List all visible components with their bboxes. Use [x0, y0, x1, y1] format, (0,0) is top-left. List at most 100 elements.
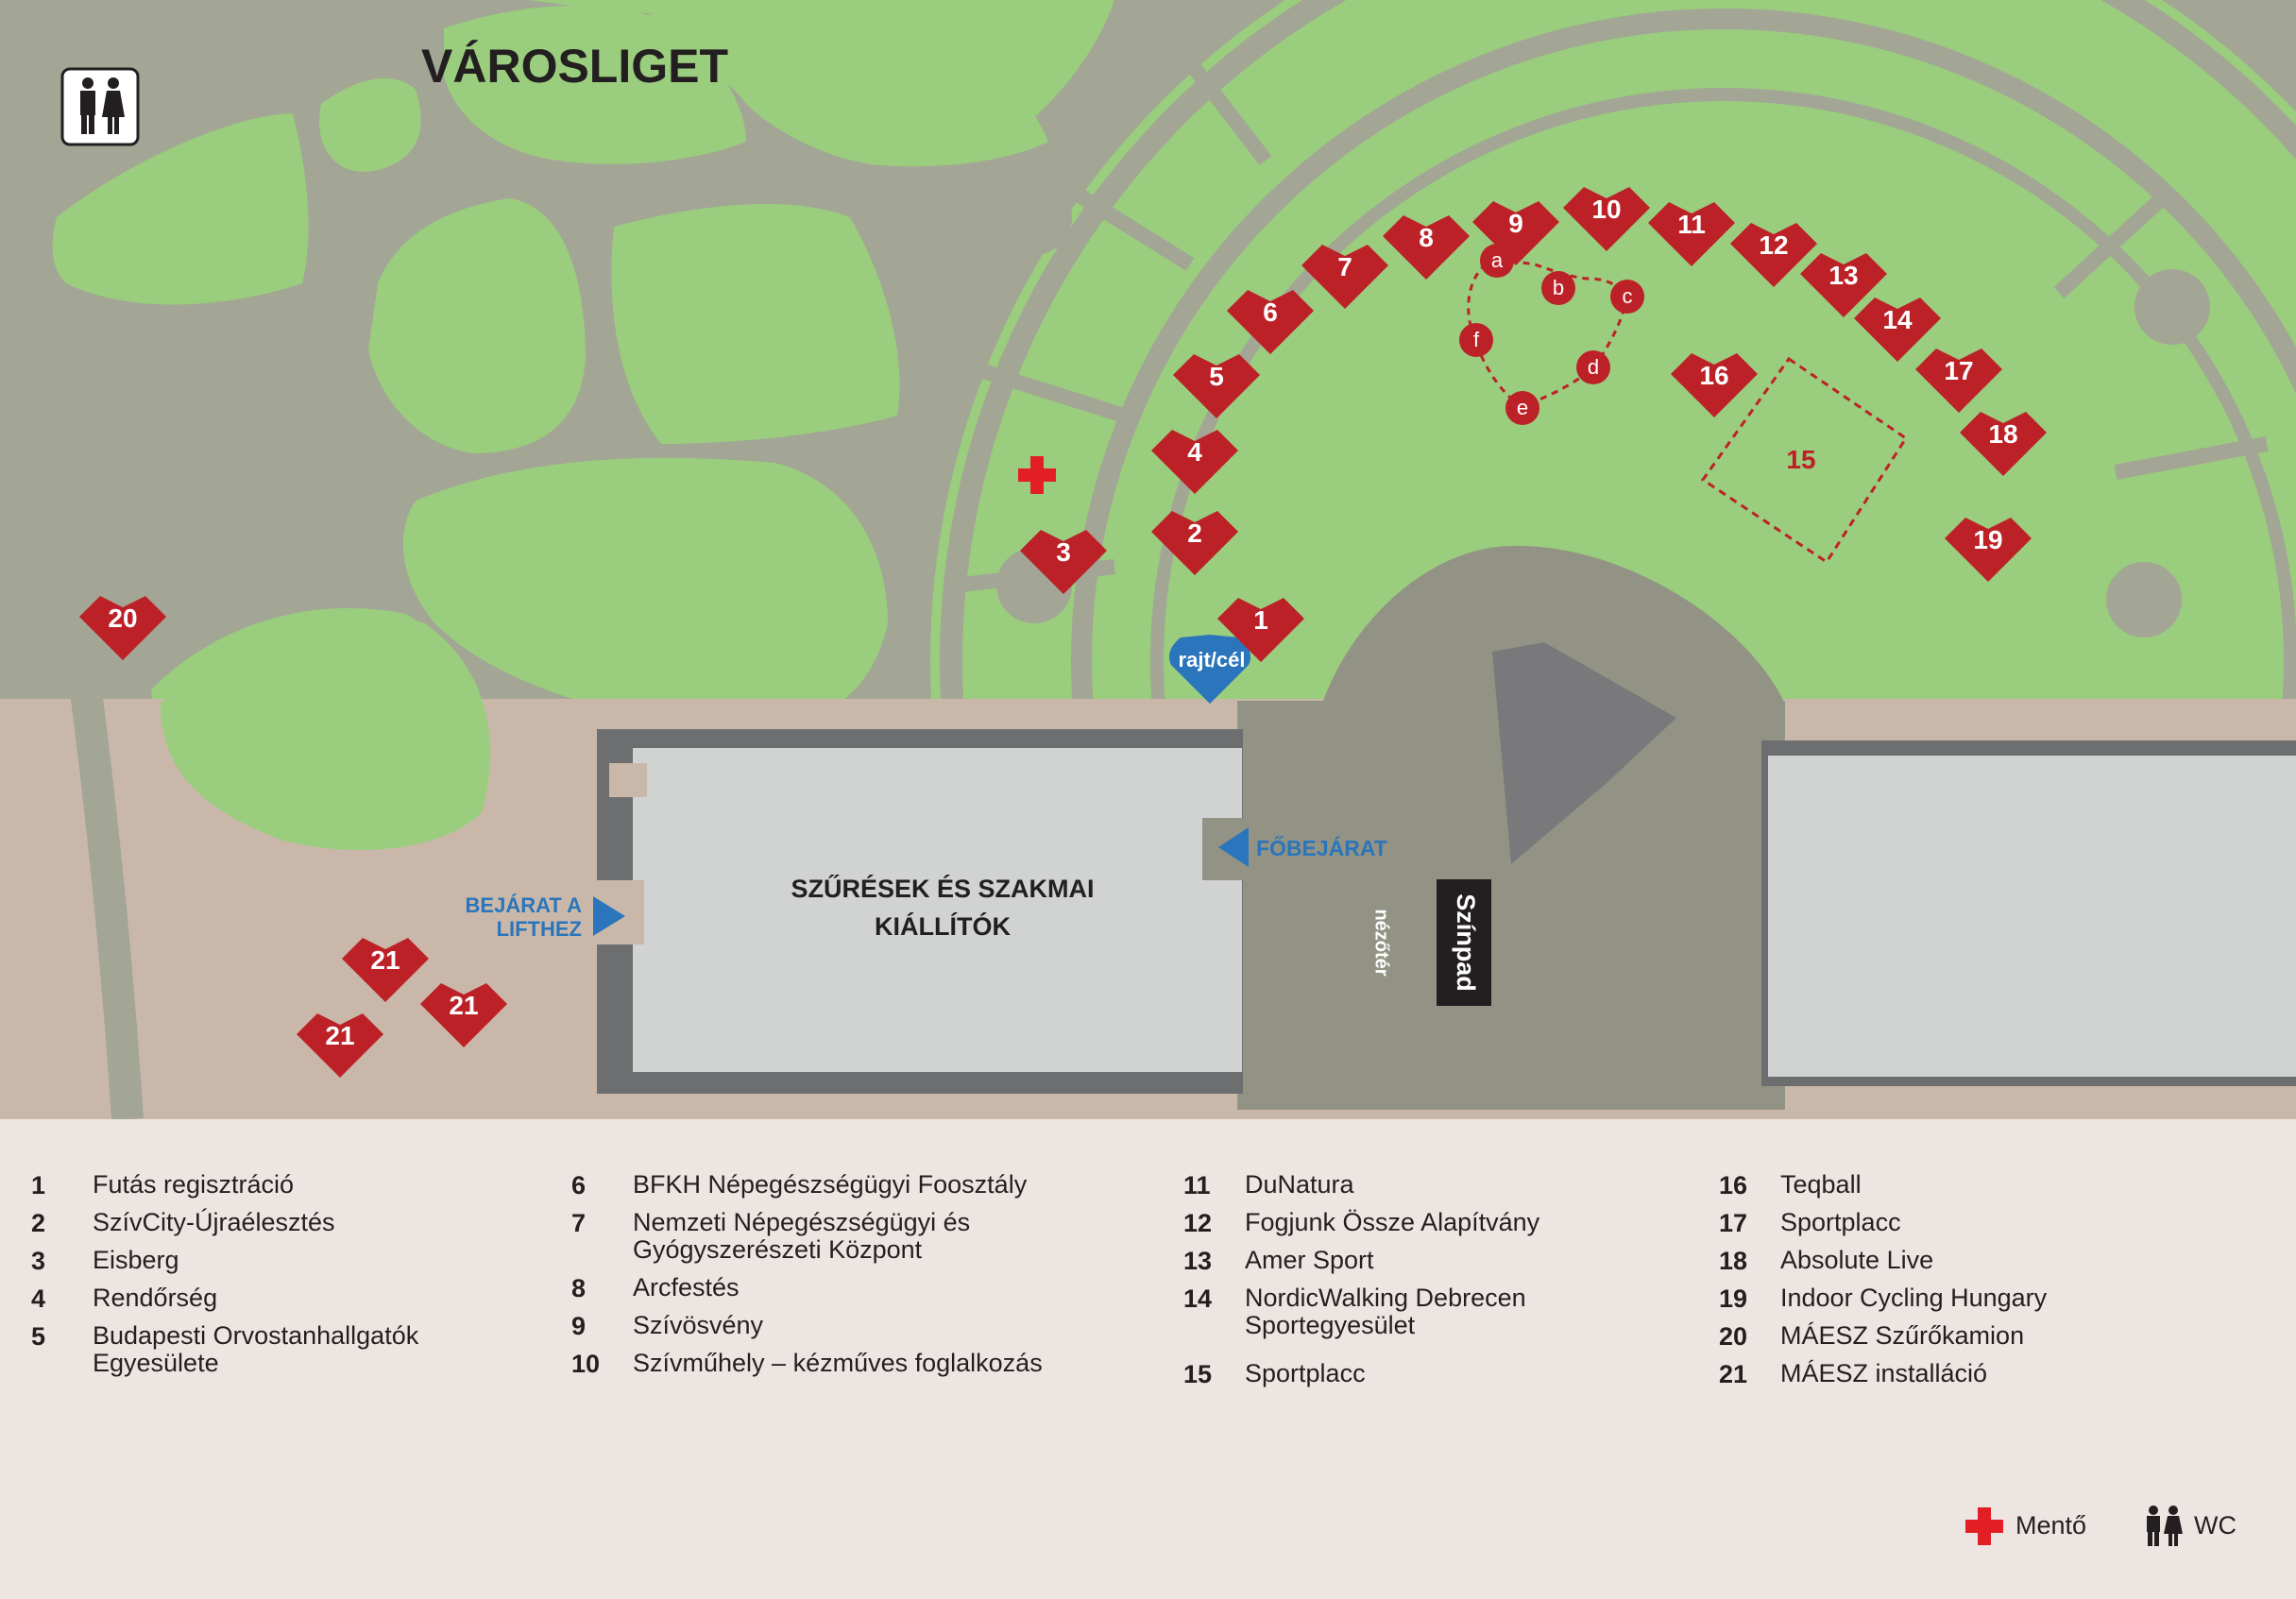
route-point-f: [1459, 323, 1493, 357]
heart-marker-label: 17: [1944, 356, 1973, 385]
wc-icon: [2147, 1505, 2183, 1546]
route-point-label: e: [1517, 396, 1528, 419]
heart-marker-icon: [342, 938, 429, 1002]
right-building: [1761, 740, 2296, 1086]
heart-marker-icon: [1020, 530, 1107, 594]
heart-marker-label: 21: [370, 945, 400, 975]
heart-marker-label: 4: [1187, 437, 1202, 467]
wc-key-label: WC: [2194, 1511, 2236, 1539]
heart-marker-icon: [1563, 187, 1650, 251]
hall-label-line2: KIÁLLÍTÓK: [875, 911, 1011, 941]
ambulance-key-label: Mentő: [2015, 1511, 2087, 1539]
heart-marker-icon: [1945, 518, 2032, 582]
heart-marker-6: 6: [1227, 290, 1314, 354]
arrow-left-icon: [1218, 827, 1249, 867]
heart-marker-21: 21: [420, 983, 507, 1047]
area-15-label: 15: [1786, 445, 1815, 474]
heart-marker-icon: [1960, 412, 2047, 476]
exhibition-hall: [595, 729, 1245, 1094]
heart-marker-8: 8: [1383, 215, 1470, 280]
heart-marker-label: 3: [1056, 537, 1071, 567]
heart-marker-icon: [1671, 353, 1758, 417]
heart-marker-icon: [297, 1013, 383, 1078]
heart-marker-icon: [1854, 298, 1941, 362]
heart-marker-label: 8: [1419, 223, 1434, 252]
route-point-label: b: [1553, 276, 1564, 299]
heart-marker-label: 11: [1677, 210, 1706, 239]
heart-marker-13: 13: [1800, 253, 1887, 317]
start-finish-label: rajt/cél: [1179, 648, 1246, 672]
lift-entrance-line2: LIFTHEZ: [497, 917, 582, 941]
heart-marker-icon: [1648, 202, 1735, 266]
heart-marker-label: 19: [1973, 525, 2002, 554]
heart-marker-20: 20: [79, 596, 166, 660]
heart-marker-icon: [1301, 245, 1388, 309]
heart-marker-icon: [1151, 511, 1238, 575]
stage-block: [1437, 879, 1491, 1006]
heart-marker-icon: [1472, 201, 1559, 265]
heart-marker-label: 13: [1828, 261, 1858, 290]
main-entrance-label: FŐBEJÁRAT: [1256, 835, 1387, 860]
heart-marker-icon: [1173, 354, 1260, 418]
heart-marker-3: 3: [1020, 530, 1107, 594]
first-aid-cross-icon: [1965, 1507, 2003, 1545]
map-key: Mentő WC: [1960, 1504, 2271, 1551]
heart-marker-label: 7: [1337, 252, 1352, 281]
heart-marker-label: 12: [1759, 230, 1788, 260]
heart-marker-label: 9: [1508, 209, 1523, 238]
heart-marker-label: 10: [1591, 195, 1621, 224]
route-point-label: f: [1473, 328, 1480, 351]
heart-marker-label: 20: [108, 604, 137, 633]
heart-marker-icon: [420, 983, 507, 1047]
heart-marker-21: 21: [297, 1013, 383, 1078]
heart-marker-label: 16: [1699, 361, 1728, 390]
heart-marker-icon: [1227, 290, 1314, 354]
wc-icon: [60, 67, 140, 146]
route-point-e: [1505, 391, 1539, 425]
map-title: VÁROSLIGET: [421, 40, 728, 93]
heart-marker-label: 21: [449, 991, 478, 1020]
heart-marker-1: 1: [1217, 598, 1304, 662]
heart-marker-icon: [1730, 223, 1817, 287]
heart-marker-label: 18: [1988, 419, 2017, 449]
route-point-label: a: [1491, 248, 1504, 272]
audience-label: nézőtér: [1371, 909, 1392, 976]
heart-marker-5: 5: [1173, 354, 1260, 418]
heart-marker-icon: [1151, 430, 1238, 494]
route-point-c: [1610, 280, 1644, 314]
first-aid-cross-icon: [1018, 456, 1056, 494]
heart-marker-label: 14: [1882, 305, 1913, 334]
heart-marker-icon: [79, 596, 166, 660]
heart-marker-9: 9: [1472, 201, 1559, 265]
route-point-d: [1576, 350, 1610, 384]
stage-label: Színpad: [1452, 893, 1480, 992]
route-point-b: [1541, 271, 1575, 305]
heart-marker-4: 4: [1151, 430, 1238, 494]
heart-marker-12: 12: [1730, 223, 1817, 287]
heart-marker-label: 21: [325, 1021, 354, 1050]
heart-marker-label: 5: [1209, 362, 1224, 391]
route-point-label: c: [1623, 284, 1633, 308]
heart-marker-icon: [1217, 598, 1304, 662]
start-finish-marker: rajt/cél: [1168, 635, 1251, 704]
heart-marker-label: 2: [1187, 519, 1202, 548]
heart-marker-10: 10: [1563, 187, 1650, 251]
heart-marker-21: 21: [342, 938, 429, 1002]
heart-marker-icon: [1383, 215, 1470, 280]
heart-marker-17: 17: [1915, 349, 2002, 413]
route-point-label: d: [1588, 355, 1599, 379]
heart-marker-16: 16: [1671, 353, 1758, 417]
heart-marker-11: 11: [1648, 202, 1735, 266]
heart-marker-7: 7: [1301, 245, 1388, 309]
heart-marker-label: 6: [1263, 298, 1278, 327]
heart-marker-icon: [1915, 349, 2002, 413]
left-curved-path: [0, 213, 144, 1119]
hall-label-line1: SZŰRÉSEK ÉS SZAKMAI: [791, 874, 1094, 903]
area-15-outline: [1700, 356, 1909, 565]
heart-marker-18: 18: [1960, 412, 2047, 476]
heart-marker-19: 19: [1945, 518, 2032, 582]
heart-marker-icon: [1800, 253, 1887, 317]
